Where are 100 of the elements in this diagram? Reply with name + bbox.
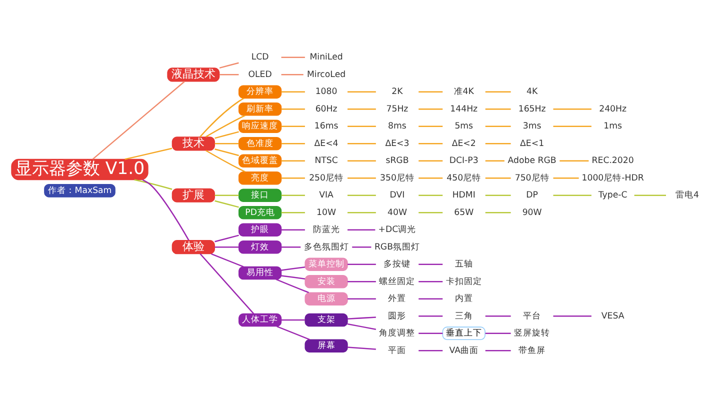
node-box: 支架 [304,313,348,327]
connector [485,108,511,110]
connector [347,346,376,350]
node-text: REC.2020 [592,156,634,166]
connector [485,332,511,334]
connector [485,91,511,93]
node-text: DCI-P3 [449,156,478,166]
connector [553,315,592,317]
node-box: 显示器参数 V1.0 [11,158,148,180]
node-text: 准4K [454,87,474,98]
node-box: 响应速度 [238,120,282,134]
connector [220,74,239,76]
node-text: 750尼特 [514,173,550,184]
node-text: 带鱼屏 [518,346,546,356]
connector [418,160,443,162]
connector [348,160,376,162]
connector [281,91,305,93]
node-text: 350尼特 [380,173,414,184]
node-text: 1ms [604,122,622,132]
node-box: 易用性 [238,266,282,280]
node-text: DVI [390,190,405,201]
node-text: 3ms [522,122,542,132]
node-text: LCD [251,52,269,63]
node-text: ΔE<2 [452,138,476,149]
connector [348,298,376,300]
connector [418,264,443,265]
node-box: 作者：MaxSam [44,184,116,198]
node-text: ΔE<3 [385,138,410,149]
node-text: 圆形 [388,311,406,322]
connector [281,319,305,321]
node-text: 螺丝固定 [379,276,416,287]
node-box: 安装 [304,274,348,288]
node-box: 分辨率 [238,85,282,99]
connector [560,160,589,162]
node-box: 屏幕 [304,339,348,353]
connector [418,298,443,300]
node-text: 1080 [315,87,338,98]
connector [347,316,376,320]
connector [200,98,244,138]
node-text: 165Hz [518,104,546,114]
node-box: 液晶技术 [167,68,220,82]
node-text: 外置 [388,294,406,304]
node-text: 竖屏旋转 [514,328,550,339]
connector [352,246,372,248]
node-text: 450尼特 [446,173,482,184]
connector [281,160,305,162]
connector [281,229,305,230]
node-text: Type-C [598,190,628,201]
node-text: +DC调光 [378,225,416,236]
connector [348,264,376,265]
connector [281,108,305,110]
node-text: Adobe RGB [508,156,556,166]
connector [206,150,246,172]
node-box: 刷新率 [238,102,282,116]
connector [281,194,305,196]
connector [214,131,239,139]
node-box: 灯效 [238,240,282,254]
connector [281,275,306,280]
connector [348,229,376,230]
connector [214,143,239,144]
connector [219,62,239,69]
connector [418,332,443,334]
node-text: 90W [522,208,542,218]
node-text: 防蓝光 [312,225,340,236]
node-text: 平面 [388,346,406,356]
node-text: 平台 [523,311,542,322]
connector [348,280,376,282]
connector [206,114,246,138]
connector [485,350,511,352]
connector [348,143,376,144]
node-text: MircoLed [307,70,346,80]
connector [281,56,305,58]
node-text: HDMI [452,190,476,201]
node-text: 五轴 [454,260,473,270]
connector [92,81,185,160]
node-box: 人体工学 [238,313,282,327]
connector [418,350,443,352]
node-box: 护眼 [238,223,282,237]
node-text: 多色氛围灯 [304,242,349,252]
connector [214,194,239,196]
connector [214,148,239,156]
node-box: PD充电 [238,206,282,220]
node-text: sRGB [386,156,409,166]
node-text: 16ms [314,122,338,132]
connector [200,253,254,314]
connector [485,143,511,144]
node-box: 电源 [304,292,348,306]
node-text: VIA [319,190,334,201]
node-text: 角度调整 [379,328,416,339]
connector [281,266,306,271]
node-text: 5ms [454,122,474,132]
connector [214,200,239,208]
connector [281,143,305,144]
connector [418,194,443,196]
connector [485,178,511,179]
node-text: 40W [388,208,407,218]
node-text: 8ms [388,122,406,132]
connector [348,91,376,93]
connector [281,178,305,179]
node-text: 内置 [454,294,473,304]
